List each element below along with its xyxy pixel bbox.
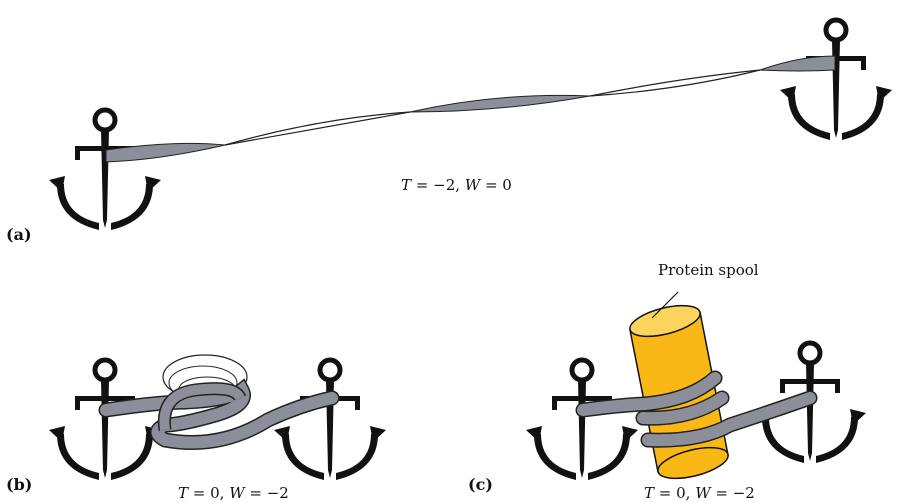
anchor-left-c xyxy=(526,360,638,480)
wrapped-ribbon-c xyxy=(583,378,810,440)
anchor-left-a xyxy=(49,110,161,230)
equation-b: T = 0, W = −2 xyxy=(178,484,289,502)
equation-c: T = 0, W = −2 xyxy=(644,484,755,502)
panel-b: (b) T = 0, W = −2 xyxy=(6,355,386,502)
twisted-ribbon-a xyxy=(106,56,835,162)
panel-c: Protein spool (c) T = 0, W = −2 xyxy=(468,261,866,502)
anchor-left-b xyxy=(49,360,161,480)
panel-label-a: (a) xyxy=(6,225,32,244)
protein-spool-label: Protein spool xyxy=(658,261,759,279)
panel-label-b: (b) xyxy=(6,475,32,494)
anchor-right-b xyxy=(274,360,386,480)
coiled-ribbon-b xyxy=(106,355,332,443)
panel-a: (a) T = −2, W = 0 xyxy=(6,20,892,244)
equation-a: T = −2, W = 0 xyxy=(401,176,512,194)
anchor-right-a xyxy=(780,20,892,140)
panel-label-c: (c) xyxy=(468,475,493,494)
